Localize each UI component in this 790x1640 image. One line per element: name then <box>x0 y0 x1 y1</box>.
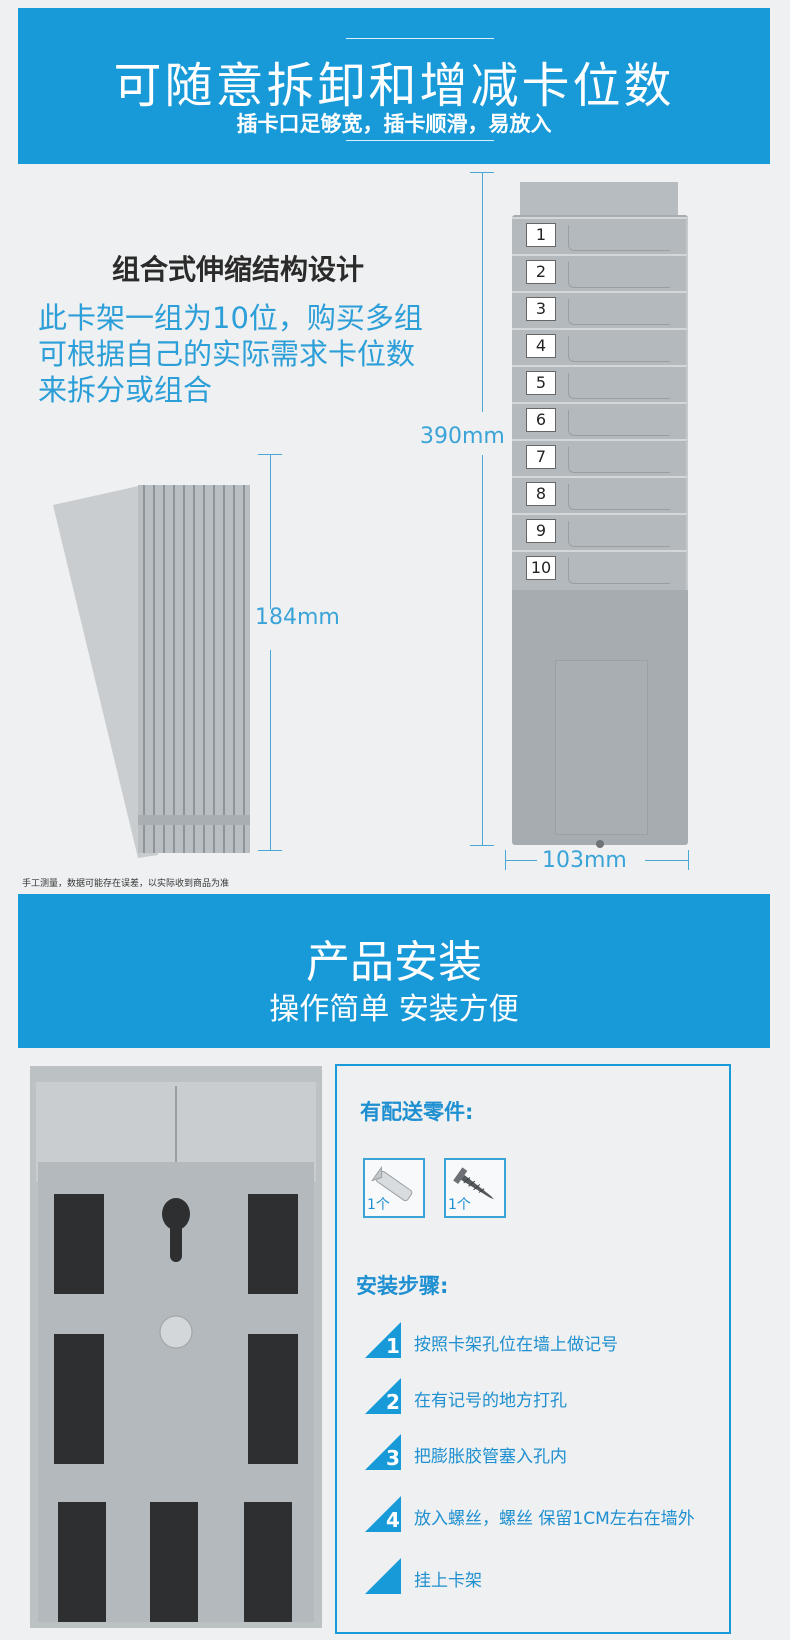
card-slot: 5 <box>512 365 688 405</box>
height-dim-cap-top <box>470 172 494 173</box>
part-qty: 1个 <box>448 1197 471 1213</box>
width-dim-line-left <box>505 860 537 861</box>
height-dimension-label: 390mm <box>420 424 505 449</box>
step-triangle-icon: 1 <box>365 1322 401 1358</box>
card-slot: 9 <box>512 513 688 553</box>
card-slot: 3 <box>512 291 688 331</box>
top-banner: 可随意拆卸和增减卡位数 插卡口足够宽，插卡顺滑，易放入 <box>18 8 770 164</box>
slot-number: 10 <box>526 556 556 580</box>
step-text: 按照卡架孔位在墙上做记号 <box>414 1335 618 1355</box>
rack-mount-hole <box>596 840 604 848</box>
install-panel <box>335 1064 731 1634</box>
screw-icon <box>453 1167 494 1200</box>
depth-dim-line-bottom <box>270 650 271 850</box>
slot-number: 5 <box>526 371 556 395</box>
part-qty: 1个 <box>367 1197 390 1213</box>
install-title: 产品安装 <box>306 937 482 988</box>
install-step: 1 按照卡架孔位在墙上做记号 <box>365 1320 725 1360</box>
card-slot: 1 <box>512 217 688 257</box>
wall-anchor-icon <box>370 1165 413 1202</box>
slot-number: 9 <box>526 519 556 543</box>
step-number: 4 <box>386 1508 400 1532</box>
step-number: 3 <box>386 1446 400 1470</box>
width-dimension-label: 103mm <box>542 848 627 873</box>
feature-heading: 组合式伸缩结构设计 <box>112 253 365 286</box>
parts-label: 有配送零件: <box>360 1100 474 1124</box>
card-slot: 7 <box>512 439 688 479</box>
card-slot: 2 <box>512 254 688 294</box>
slot-number: 2 <box>526 260 556 284</box>
card-slot: 6 <box>512 402 688 442</box>
depth-dim-line-top <box>270 454 271 609</box>
install-step: 挂上卡架 <box>365 1556 725 1596</box>
rack-side-view-image <box>53 485 250 858</box>
slot-number: 1 <box>526 223 556 247</box>
slot-number: 4 <box>526 334 556 358</box>
height-dim-line-top <box>482 172 483 412</box>
step-triangle-icon: 3 <box>365 1434 401 1470</box>
desc-line: 可根据自己的实际需求卡位数 <box>38 337 416 371</box>
step-number: 2 <box>386 1390 400 1414</box>
banner-title: 可随意拆卸和增减卡位数 <box>113 58 675 114</box>
install-step: 4 放入螺丝，螺丝 保留1CM左右在墙外 <box>365 1494 725 1534</box>
install-banner: 产品安装 操作简单 安装方便 <box>18 894 770 1048</box>
depth-dim-cap-top <box>258 454 282 455</box>
step-triangle-icon <box>365 1558 401 1594</box>
card-slot: 4 <box>512 328 688 368</box>
slot-number: 8 <box>526 482 556 506</box>
step-text: 在有记号的地方打孔 <box>414 1391 567 1411</box>
step-text: 放入螺丝，螺丝 保留1CM左右在墙外 <box>414 1509 695 1529</box>
card-slot: 10 <box>512 550 688 590</box>
slot-number: 6 <box>526 408 556 432</box>
step-triangle-icon: 4 <box>365 1496 401 1532</box>
desc-line: 此卡架一组为10位，购买多组 <box>38 301 423 335</box>
step-number: 1 <box>386 1334 400 1358</box>
install-subtitle: 操作简单 安装方便 <box>269 992 519 1027</box>
depth-dimension-label: 184mm <box>255 605 340 630</box>
step-triangle-icon: 2 <box>365 1378 401 1414</box>
measurement-note: 手工测量，数据可能存在误差，以实际收到商品为准 <box>22 879 230 889</box>
step-text: 把膨胀胶管塞入孔内 <box>414 1447 567 1467</box>
height-dim-line-bottom <box>482 455 483 845</box>
width-dim-line-right <box>645 860 688 861</box>
slot-number: 3 <box>526 297 556 321</box>
part-wall-anchor: 1个 <box>363 1158 425 1218</box>
slot-number: 7 <box>526 445 556 469</box>
feature-description: 此卡架一组为10位，购买多组 可根据自己的实际需求卡位数 来拆分或组合 <box>38 300 458 408</box>
install-step: 3 把膨胀胶管塞入孔内 <box>365 1432 725 1472</box>
card-slot: 8 <box>512 476 688 516</box>
width-dim-cap-right <box>688 850 689 870</box>
banner-divider-bottom <box>346 140 494 141</box>
install-step: 2 在有记号的地方打孔 <box>365 1376 725 1416</box>
steps-label: 安装步骤: <box>356 1274 449 1298</box>
banner-subtitle: 插卡口足够宽，插卡顺滑，易放入 <box>236 112 552 136</box>
desc-line: 来拆分或组合 <box>38 373 213 407</box>
step-text: 挂上卡架 <box>414 1571 482 1591</box>
part-screw: 1个 <box>444 1158 506 1218</box>
height-dim-cap-bottom <box>470 845 494 846</box>
rack-back-view-image <box>30 1066 322 1628</box>
depth-dim-cap-bottom <box>258 850 282 851</box>
rack-lower-panel <box>555 660 648 835</box>
banner-divider-top <box>346 38 494 39</box>
